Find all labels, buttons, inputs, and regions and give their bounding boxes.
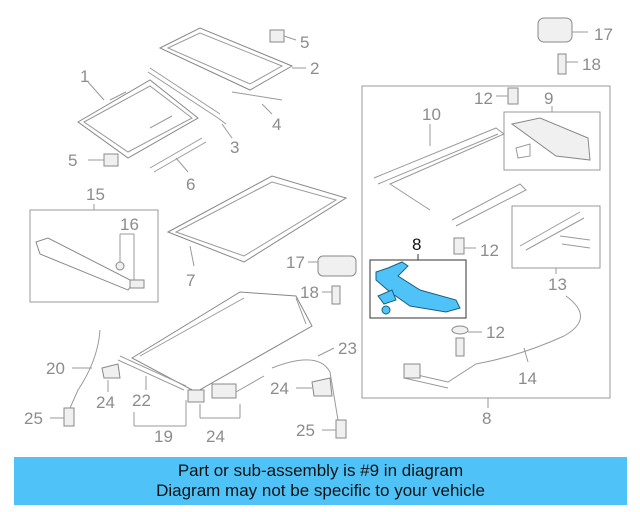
grommet-icon bbox=[63, 407, 75, 427]
callout-5b: 5 bbox=[68, 151, 77, 170]
clip-icon bbox=[187, 389, 205, 403]
motor-icon bbox=[211, 383, 237, 399]
callout-18b: 18 bbox=[300, 283, 319, 302]
callout-24a: 24 bbox=[96, 393, 115, 412]
link-kit-part bbox=[519, 211, 591, 251]
callout-3: 3 bbox=[230, 138, 239, 157]
callout-16: 16 bbox=[120, 215, 139, 234]
callout-7: 7 bbox=[186, 271, 195, 290]
callout-9: 8 bbox=[412, 235, 421, 254]
callout-4: 4 bbox=[272, 115, 281, 134]
clip-icon bbox=[101, 363, 121, 392]
screw-icon bbox=[88, 153, 119, 167]
callout-24b: 24 bbox=[270, 379, 289, 398]
callout-21: 24 bbox=[206, 427, 225, 446]
bolt-icon bbox=[455, 337, 465, 357]
callout-12c: 12 bbox=[486, 323, 505, 342]
parts-diagram: 1 2 3 4 5 5 6 7 15 16 bbox=[24, 17, 613, 446]
bracket-part bbox=[510, 117, 591, 161]
bolt-icon bbox=[557, 53, 578, 75]
sunshade-part bbox=[130, 291, 313, 393]
grommet-icon bbox=[335, 419, 347, 439]
callout-1: 1 bbox=[80, 67, 89, 86]
callout-17b: 17 bbox=[286, 253, 305, 272]
glass-panel-part bbox=[77, 79, 199, 159]
callout-18a: 18 bbox=[582, 55, 601, 74]
seal-ring-part bbox=[166, 175, 348, 263]
callout-25b: 25 bbox=[296, 421, 315, 440]
bolt-icon bbox=[507, 87, 519, 105]
callout-15: 15 bbox=[86, 185, 105, 204]
callout-12a: 12 bbox=[474, 89, 493, 108]
callout-12b: 12 bbox=[480, 241, 499, 260]
callout-14: 14 bbox=[518, 369, 537, 388]
callout-6: 6 bbox=[186, 175, 195, 194]
callout-22: 20 bbox=[46, 359, 65, 378]
callout-11: 10 bbox=[422, 105, 441, 124]
banner-line-1: Part or sub-assembly is #9 in diagram bbox=[177, 461, 464, 480]
callout-5a: 5 bbox=[300, 33, 309, 52]
group-box-13 bbox=[511, 205, 601, 269]
weatherstrip-part bbox=[231, 91, 283, 101]
bolt-icon bbox=[453, 237, 465, 255]
clip-icon bbox=[308, 255, 357, 277]
callout-10: 9 bbox=[544, 89, 553, 108]
highlighted-bracket-part bbox=[375, 261, 461, 315]
trim-strip-part bbox=[149, 137, 203, 169]
seal-part bbox=[147, 71, 227, 125]
drain-hose-part bbox=[69, 329, 101, 409]
info-banner: Part or sub-assembly is #9 in diagram Di… bbox=[14, 457, 627, 505]
clip-icon bbox=[403, 363, 421, 379]
callout-17a: 17 bbox=[594, 25, 613, 44]
callout-19: 19 bbox=[154, 427, 173, 446]
washer-icon bbox=[451, 325, 469, 335]
group-box-8 bbox=[361, 85, 611, 399]
callout-13: 13 bbox=[548, 275, 567, 294]
callout-25a: 25 bbox=[24, 409, 43, 428]
screw-icon bbox=[269, 29, 297, 43]
bolt-icon bbox=[322, 285, 341, 305]
deflector-frame-part bbox=[158, 27, 294, 91]
guide-rail-part bbox=[373, 127, 505, 211]
callout-23: 23 bbox=[338, 339, 357, 358]
clip-icon bbox=[311, 377, 333, 397]
callout-20: 22 bbox=[132, 391, 151, 410]
callout-8: 8 bbox=[482, 409, 491, 428]
drive-cable-part bbox=[403, 295, 581, 383]
callout-2: 2 bbox=[310, 59, 319, 78]
clip-icon bbox=[537, 17, 588, 43]
drain-hose-part bbox=[271, 359, 339, 421]
banner-line-2: Diagram may not be specific to your vehi… bbox=[156, 481, 485, 500]
